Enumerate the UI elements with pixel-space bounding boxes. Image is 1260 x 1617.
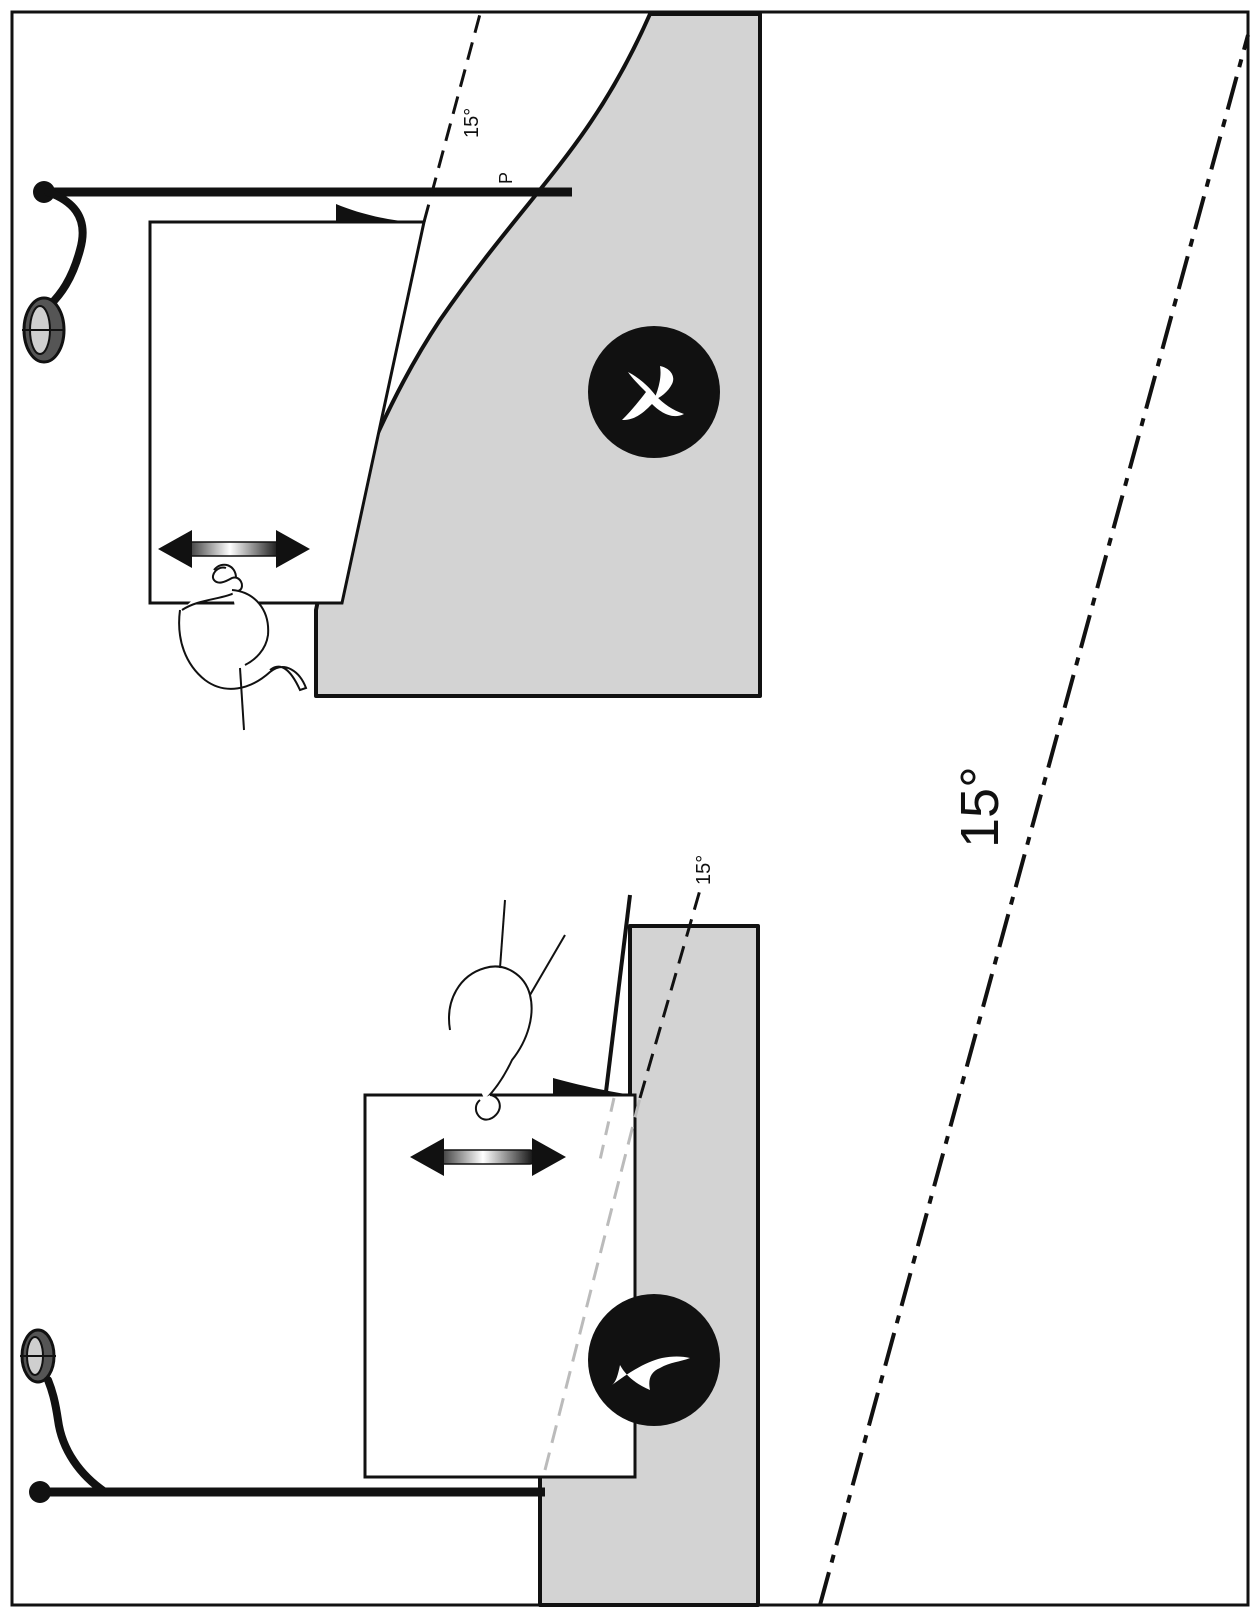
correct-scene: 15° [20, 855, 760, 1607]
cross-icon [622, 366, 684, 420]
correct-angle-line [638, 889, 702, 1099]
incorrect-angle-line [422, 13, 482, 223]
reference-angle-line [818, 34, 1250, 1606]
incorrect-badge [588, 326, 720, 458]
correct-angle-label: 15° [693, 855, 715, 885]
correct-lamp-icon [20, 1328, 56, 1384]
correct-lamp-arm [44, 1376, 109, 1496]
correct-sheet-tab [553, 1078, 632, 1095]
correct-board-edge [603, 894, 632, 1101]
check-icon [612, 1356, 690, 1390]
incorrect-angle-label: 15° [461, 108, 483, 138]
incorrect-lamp-arm [44, 188, 87, 309]
incorrect-lamp-icon [22, 296, 66, 364]
correct-guide-line [598, 1097, 616, 1161]
incorrect-double-arrow-icon [158, 530, 310, 568]
incorrect-point-label: P [496, 172, 516, 184]
incorrect-sheet [148, 220, 426, 605]
correct-double-arrow-icon [410, 1138, 566, 1176]
reference-angle-label: 15° [950, 766, 1010, 848]
incorrect-hand-icon [178, 563, 308, 731]
incorrect-sheet-tab [336, 204, 410, 222]
incorrect-scene: 15° P [22, 12, 762, 731]
correct-wall-knob [29, 1481, 51, 1503]
correct-badge [588, 1294, 720, 1426]
correct-angle-line-faded [543, 1097, 642, 1471]
correct-hand-icon [448, 899, 566, 1121]
